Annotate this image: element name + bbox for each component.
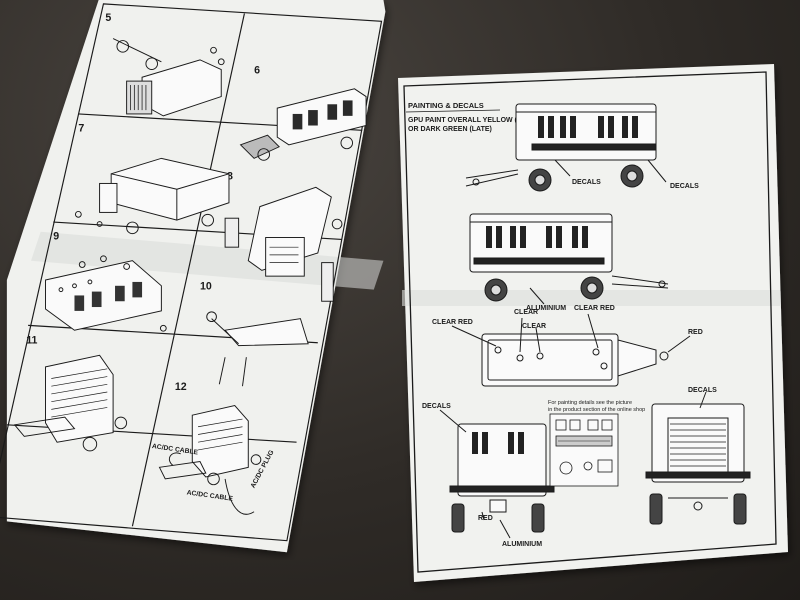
step-12-drawing [158,404,262,515]
step-number: 7 [78,122,84,134]
step-number: 6 [254,64,260,76]
paint-instruction: GPU PAINT OVERALL YELLOW (EARLY) [408,117,542,124]
step-10-drawing [159,311,309,387]
gpu-rear-view [645,391,751,525]
step-number: 5 [105,12,111,24]
gpu-front-view [439,409,555,539]
paint-instruction: OR DARK GREEN (LATE) [408,126,492,133]
step-9-drawing [45,255,162,331]
step-number: 9 [53,230,59,242]
label-decals: DECALS [422,403,451,410]
right-border [403,71,777,573]
label-clear: CLEAR [522,323,546,330]
step-5-drawing [112,38,225,117]
control-panel-detail [549,413,619,487]
step-number: 12 [175,381,187,393]
step-number: 10 [200,281,212,293]
label-clear-red: CLEAR RED [432,319,473,326]
gpu-side-view-left [465,103,667,192]
sheet-title: PAINTING & DECALS [408,101,484,110]
label-clear: CLEAR [514,309,538,316]
label-clear-red: CLEAR RED [574,305,615,312]
label-aluminium: ALUMINIUM [502,541,542,548]
step-8-drawing [224,186,343,302]
gpu-side-view-right [469,213,669,305]
label-aluminium: ALUMINIUM [526,305,566,312]
label-decals: DECALS [670,183,699,190]
label-decals: DECALS [572,179,601,186]
step-number: 11 [26,335,37,347]
label-red: RED [478,515,493,522]
step-11-drawing [13,354,128,452]
painting-note: For painting details see the picture [548,400,632,406]
step-7-drawing [74,157,230,235]
step-number: 8 [227,171,233,183]
instruction-sheet-left: 5 6 7 8 9 10 11 12 [0,0,386,553]
label-red: RED [688,329,703,336]
gpu-top-view [451,313,691,387]
painting-note: in the product section of the online sho… [548,407,645,413]
step-6-drawing [239,88,367,161]
label-decals: DECALS [688,387,717,394]
